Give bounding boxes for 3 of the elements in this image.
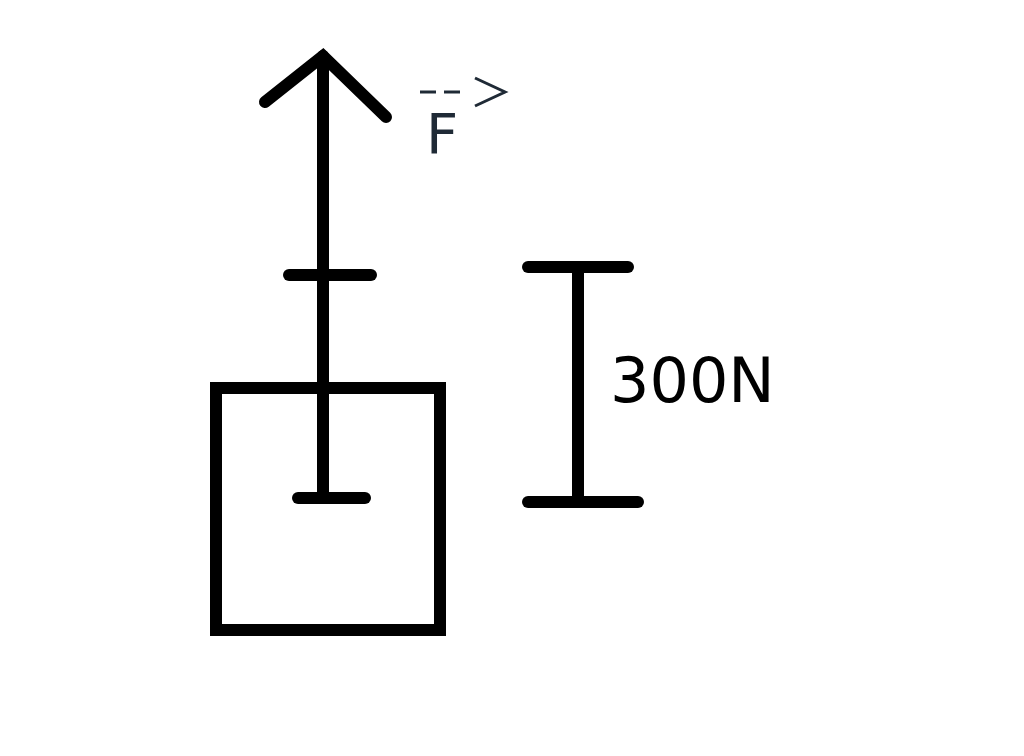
- block: [210, 382, 446, 636]
- force-label: F: [426, 106, 459, 162]
- scale-label: 300N: [610, 350, 775, 412]
